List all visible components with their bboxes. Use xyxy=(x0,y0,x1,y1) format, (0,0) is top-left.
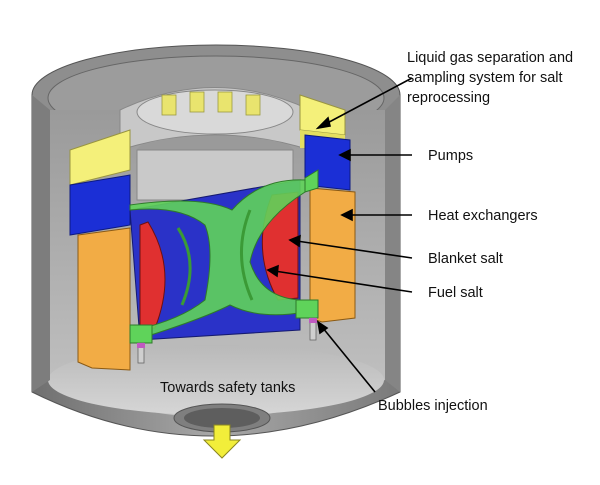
label-separation-line3: reprocessing xyxy=(407,90,490,106)
arrow-down-icon xyxy=(202,424,242,459)
label-towards-safety-tanks: Towards safety tanks xyxy=(160,380,295,396)
label-blanket-salt: Blanket salt xyxy=(428,251,503,267)
heat-exchangers xyxy=(77,187,356,371)
label-separation-line1: Liquid gas separation and xyxy=(407,50,573,66)
leader-lines xyxy=(266,77,413,393)
fuel-salt xyxy=(129,169,319,344)
label-heat-exchangers: Heat exchangers xyxy=(428,208,538,224)
separation-system xyxy=(69,87,346,201)
label-separation-line2: sampling system for salt xyxy=(407,70,563,86)
label-fuel-salt: Fuel salt xyxy=(428,285,483,301)
label-pumps: Pumps xyxy=(428,148,473,164)
label-bubbles-injection: Bubbles injection xyxy=(378,398,488,414)
bubble-injectors xyxy=(137,317,317,364)
